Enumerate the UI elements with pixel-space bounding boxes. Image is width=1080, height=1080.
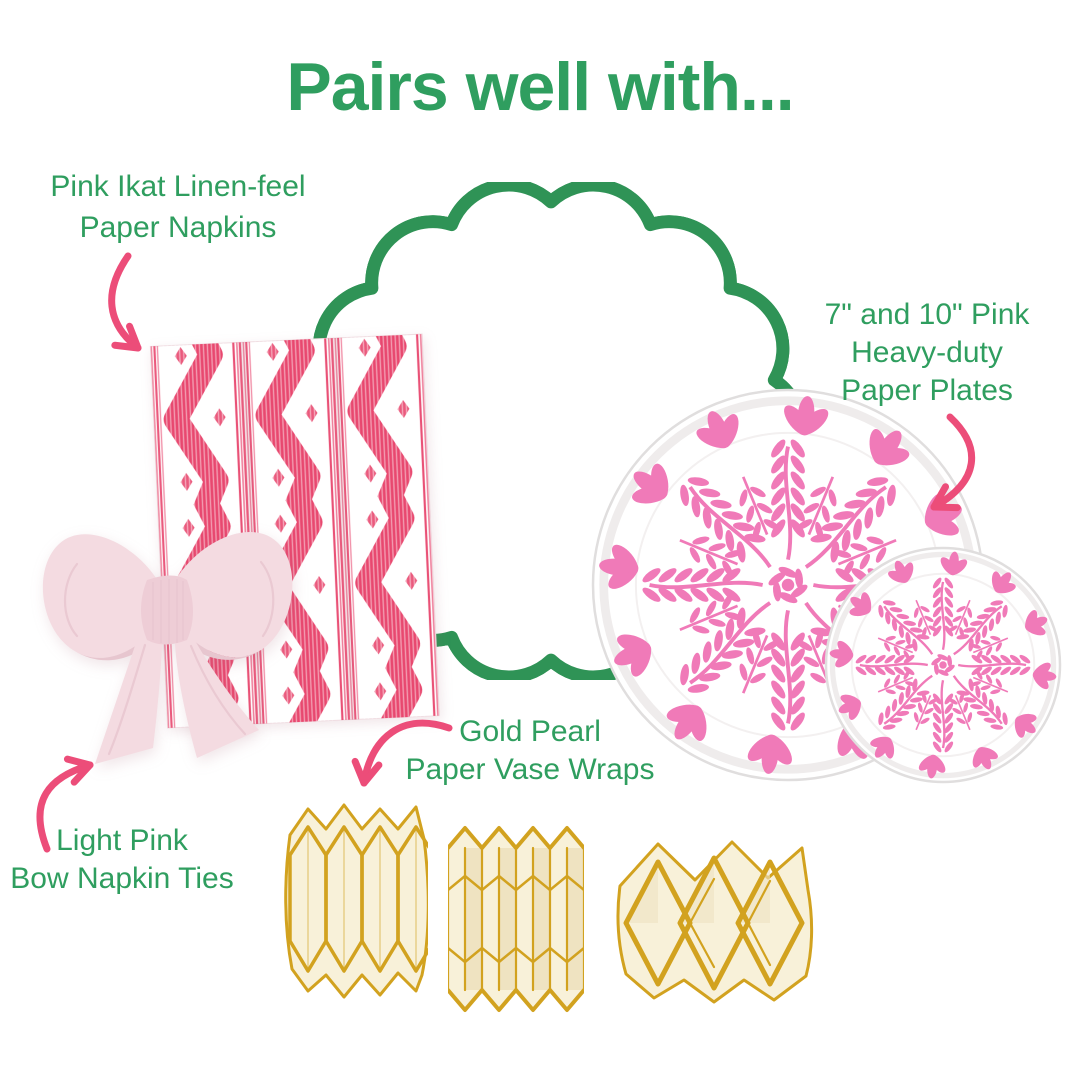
page-title: Pairs well with... (286, 49, 794, 125)
plates-label-line1: 7" and 10" Pink (824, 298, 1030, 331)
plate-7in (824, 546, 1062, 784)
plates-label-line3: Paper Plates (841, 374, 1013, 407)
bow-ties-label-line2: Bow Napkin Ties (10, 862, 234, 895)
napkins-label-line2: Paper Napkins (79, 211, 277, 244)
vase-wraps-label-line1: Gold Pearl (459, 715, 601, 748)
napkins-arrow-icon (108, 252, 142, 352)
paper-plates-image (591, 388, 1062, 784)
napkins-label: Pink Ikat Linen-feel Paper Napkins (28, 166, 328, 248)
napkins-label-line1: Pink Ikat Linen-feel (50, 170, 306, 203)
plates-label: 7" and 10" Pink Heavy-duty Paper Plates (777, 296, 1077, 410)
bow-ties-label-line1: Light Pink (56, 824, 188, 857)
plates-label-line2: Heavy-duty (851, 336, 1003, 369)
bow-napkin-tie-image (42, 531, 293, 764)
vase-wrap-image-3 (616, 840, 814, 1004)
vase-wraps-label-line2: Paper Vase Wraps (405, 753, 655, 786)
bow-ties-label: Light Pink Bow Napkin Ties (0, 822, 272, 898)
vase-wraps-label: Gold Pearl Paper Vase Wraps (380, 713, 680, 789)
vase-wrap-image-1 (284, 803, 428, 999)
vase-wrap-image-2 (448, 826, 584, 1012)
